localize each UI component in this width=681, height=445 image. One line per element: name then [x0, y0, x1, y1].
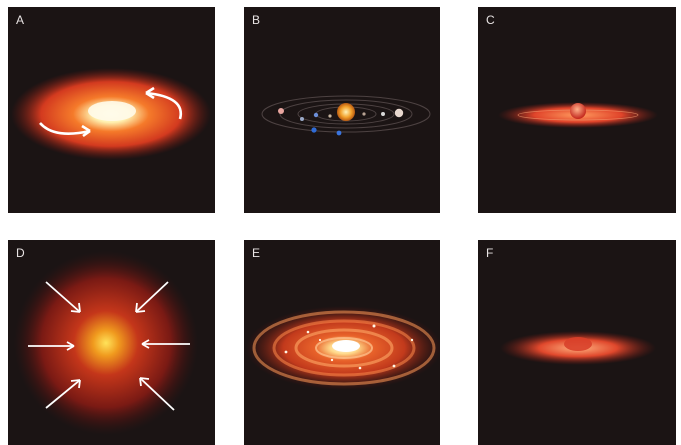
collapsing-cloud-illustration	[14, 251, 198, 435]
planet	[311, 127, 317, 133]
panel-label: E	[252, 246, 261, 260]
planet	[381, 112, 385, 116]
central-bulge	[564, 337, 592, 351]
orbit-ring	[261, 95, 431, 133]
central-star	[570, 103, 586, 119]
planet	[336, 130, 342, 136]
panel-label: C	[486, 13, 495, 27]
planetesimals	[284, 324, 414, 370]
infall-arrows-icon	[28, 281, 190, 411]
bright-core	[332, 340, 360, 352]
panel-f-flattened-disk: F	[478, 240, 676, 445]
planet	[362, 112, 366, 116]
panel-label: D	[16, 246, 25, 260]
bright-core	[88, 101, 136, 121]
panel-label: A	[16, 13, 25, 27]
planet	[313, 112, 319, 118]
orbit-ring	[279, 99, 413, 129]
planet	[328, 114, 332, 118]
rotating-disk-illustration	[11, 68, 211, 160]
panel-label: F	[486, 246, 494, 260]
thin-disk-illustration	[498, 102, 658, 128]
panel-b-solar-system: B	[244, 7, 440, 213]
panel-label: B	[252, 13, 261, 27]
planet	[300, 117, 304, 121]
panel-e-spiral-disk: E	[244, 240, 440, 445]
panel-c-thin-disk: C	[478, 7, 676, 213]
flattened-disk-illustration	[500, 331, 656, 365]
planet	[278, 108, 284, 114]
panel-d-collapsing-cloud: D	[8, 240, 215, 445]
panel-a-rotating-disk: A	[8, 7, 215, 213]
spiral-disk-illustration	[246, 306, 440, 390]
planet	[394, 108, 404, 118]
rotation-arrow-icon	[39, 122, 91, 135]
sun	[337, 103, 355, 121]
rotation-arrow-icon	[145, 91, 183, 120]
solar-system-illustration	[261, 95, 431, 136]
